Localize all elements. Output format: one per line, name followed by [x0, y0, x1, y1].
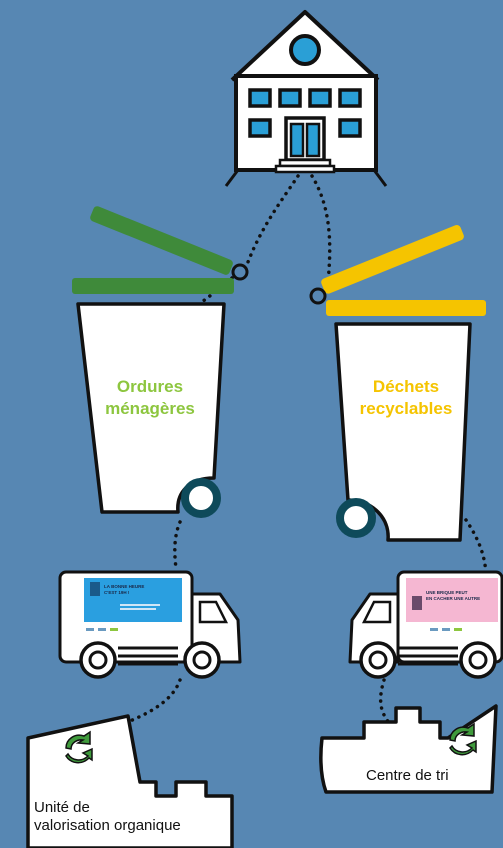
bin-label-line2: ménagères — [105, 399, 195, 418]
poster-text-line2: C'EST 19H ! — [104, 590, 130, 595]
poster-text-line1: LA BONNE HEURE — [104, 584, 144, 589]
sorting-center-label: Centre de tri — [366, 767, 449, 784]
bin-label-line2: recyclables — [360, 399, 453, 418]
collection-truck-left: LA BONNE HEURE C'EST 19H ! — [60, 572, 240, 677]
bin-wheel — [185, 482, 217, 514]
truck-logos — [430, 628, 438, 631]
truck-hub — [370, 652, 386, 668]
organic-recovery-facility: Unité de valorisation organique — [28, 716, 232, 848]
collection-truck-right: UNE BRIQUE PEUT EN CACHER UNE AUTRE — [350, 572, 502, 677]
poster-small-text — [120, 604, 160, 606]
poster-text-line2: EN CACHER UNE AUTRE — [426, 596, 480, 601]
bin-hinge — [311, 289, 325, 303]
truck-hub — [90, 652, 106, 668]
recyclables-bin: Déchets recyclables — [311, 224, 486, 540]
bin-lid-open — [320, 224, 465, 295]
bin-label-line1: Déchets — [373, 377, 439, 396]
truck-hub — [470, 652, 486, 668]
bin-rim — [326, 300, 486, 316]
school-building — [226, 12, 386, 186]
bin-hinge — [233, 265, 247, 279]
general-waste-bin: Ordures ménagères — [72, 205, 247, 514]
bin-wheel — [340, 502, 372, 534]
facility-label-line2: valorisation organique — [34, 817, 181, 834]
facility-label-line1: Unité de — [34, 799, 90, 816]
truck-logos — [110, 628, 118, 631]
bin-rim — [72, 278, 234, 294]
bin-lid-open — [89, 205, 234, 276]
truck-logos — [454, 628, 462, 631]
truck-logos — [442, 628, 450, 631]
poster-text-line1: UNE BRIQUE PEUT — [426, 590, 468, 595]
truck-logos — [98, 628, 106, 631]
poster-bin-icon — [90, 582, 100, 596]
poster-small-text — [120, 608, 156, 610]
truck-logos — [86, 628, 94, 631]
truck-hub — [194, 652, 210, 668]
poster-figure-icon — [412, 596, 422, 610]
bin-label-line1: Ordures — [117, 377, 183, 396]
sorting-center: Centre de tri — [321, 706, 496, 792]
